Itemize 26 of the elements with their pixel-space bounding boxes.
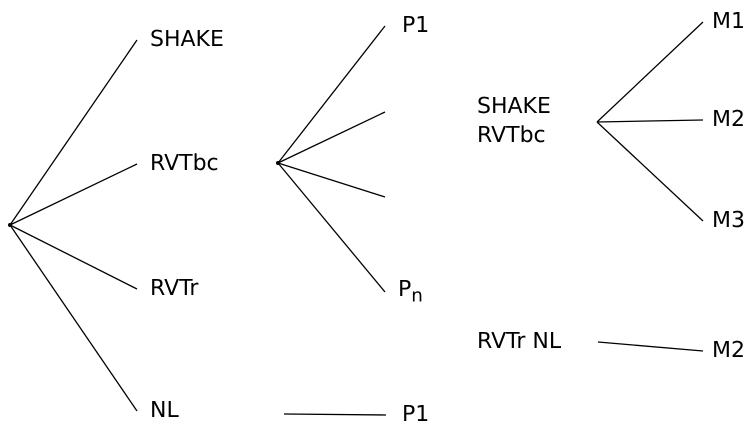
node-label: P1: [402, 12, 430, 40]
connector-line: [278, 111, 386, 164]
node-label: P$_{n}$: [398, 276, 423, 308]
connector-line: [284, 413, 386, 416]
node-label: P1: [402, 400, 430, 428]
node-label: M2: [712, 106, 745, 134]
node-label: M1: [712, 8, 745, 36]
connector-line: [278, 162, 386, 198]
node-label: RVTbc: [150, 150, 219, 178]
node-label: SHAKE RVTbc: [477, 93, 552, 150]
connector-line: [596, 119, 704, 123]
node-label: NL: [150, 396, 179, 425]
connector-line: [596, 122, 704, 222]
connector-line: [277, 26, 386, 164]
node-label: RVTr: [150, 274, 198, 303]
node-label: SHAKE: [150, 26, 224, 54]
connector-line: [278, 162, 386, 292]
node-label: M3: [712, 206, 745, 235]
connector-line: [10, 224, 138, 290]
connector-line: [598, 341, 704, 352]
connector-line: [10, 163, 138, 226]
connector-line: [9, 40, 138, 226]
connector-line: [9, 224, 138, 412]
connector-line: [596, 22, 704, 122]
node-label: M2: [712, 336, 745, 365]
node-label: RVTr NL: [477, 328, 562, 356]
